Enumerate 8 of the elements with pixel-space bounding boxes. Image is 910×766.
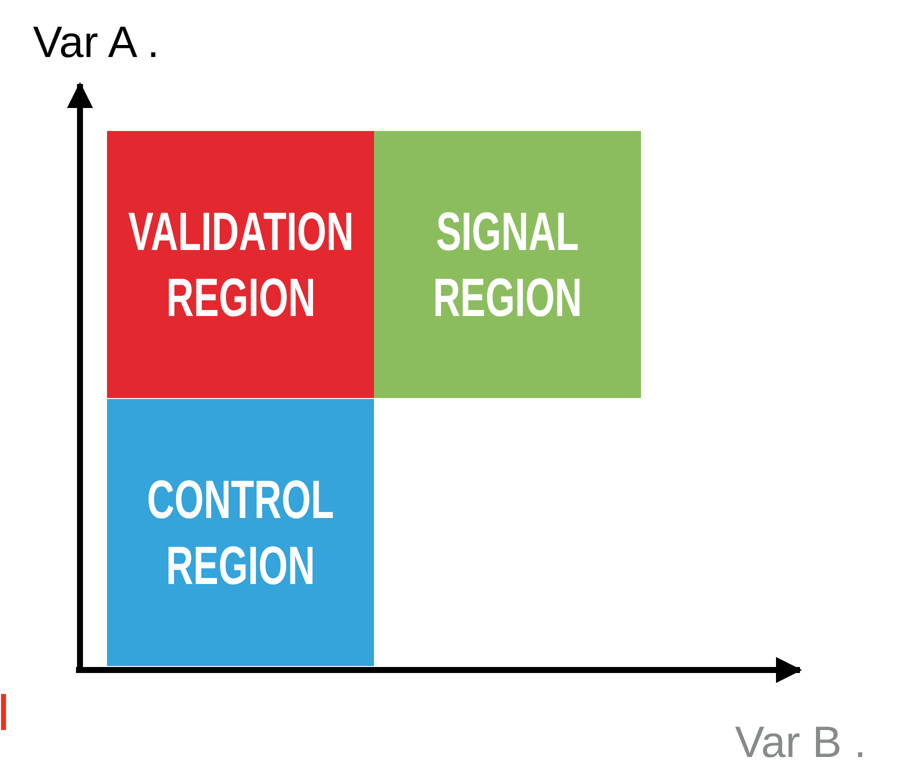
axis-title: Var A . bbox=[33, 18, 160, 68]
region-label: SIGNAL REGION bbox=[432, 200, 584, 330]
region-label: CONTROL REGION bbox=[147, 468, 334, 598]
region-label: VALIDATION REGION bbox=[128, 200, 354, 330]
region-box bbox=[107, 131, 374, 398]
region-box bbox=[107, 399, 374, 666]
region-box bbox=[374, 131, 641, 398]
axis-title: Var B . bbox=[735, 718, 866, 766]
